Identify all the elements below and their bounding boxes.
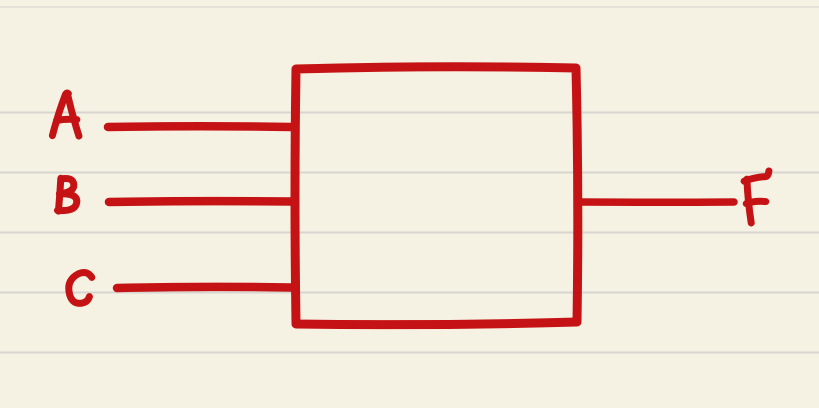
input-wire-b [104, 196, 296, 207]
ruled-lines [0, 6, 819, 354]
input-label-c [69, 272, 92, 303]
input-wires [103, 122, 296, 293]
input-wire-c [112, 282, 296, 293]
input-wire-a [103, 122, 296, 132]
output-label-f [744, 171, 769, 223]
logic-block [290, 62, 583, 330]
input-label-b [57, 178, 76, 211]
input-label-a [52, 93, 79, 136]
